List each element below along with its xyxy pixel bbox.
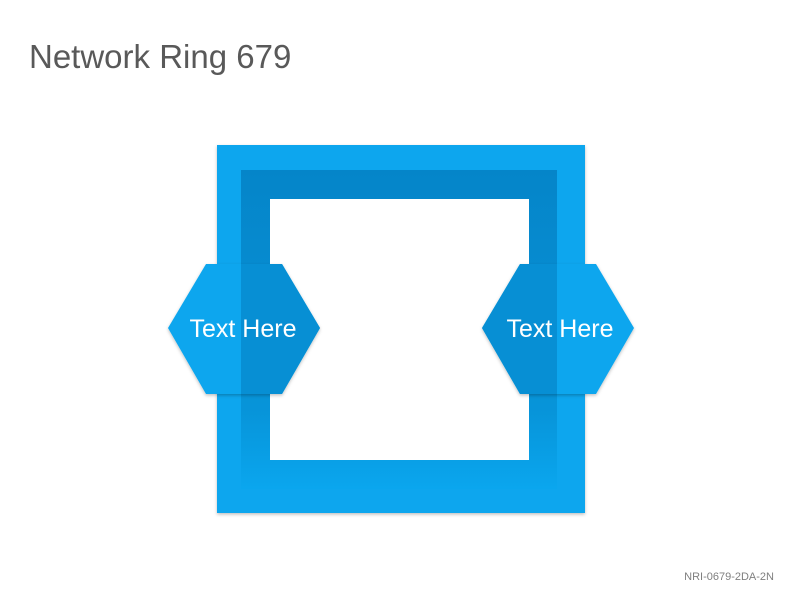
left-node-label: Text Here — [190, 315, 297, 343]
left-node[interactable]: Text Here — [168, 264, 320, 394]
right-node[interactable]: Text Here — [482, 264, 634, 394]
left-hexagon-overlap — [241, 264, 320, 394]
right-hexagon-overlap — [482, 264, 557, 394]
slide-title: Network Ring 679 — [29, 38, 292, 75]
right-node-label: Text Here — [507, 315, 614, 343]
slide-code: NRI-0679-2DA-2N — [684, 571, 774, 583]
